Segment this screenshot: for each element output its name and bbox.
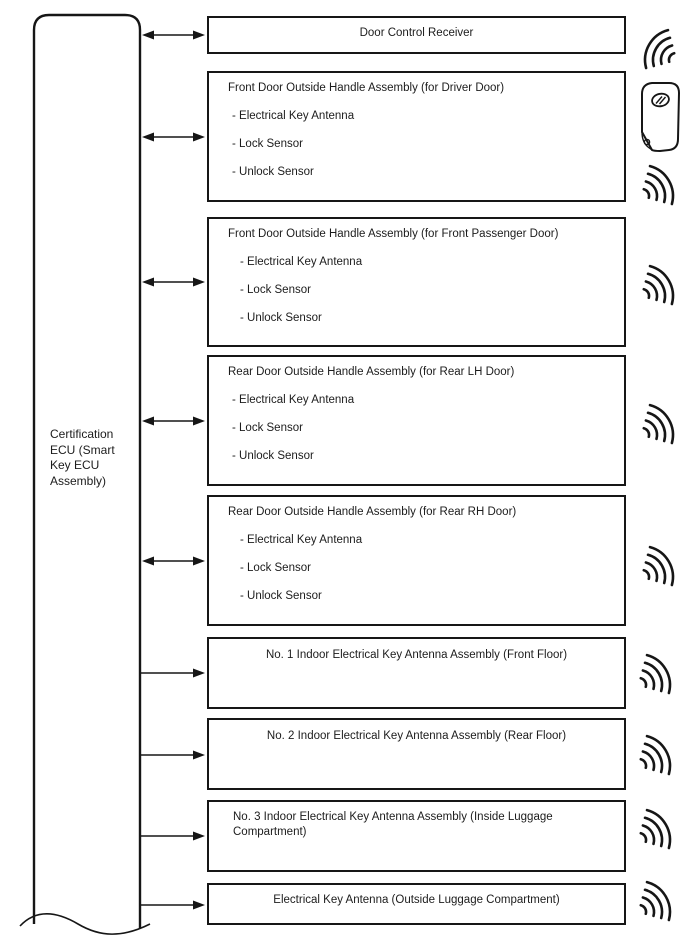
radio-waves-right-icon (642, 545, 675, 587)
box-item: - Lock Sensor (232, 422, 303, 434)
box-item: - Lock Sensor (240, 284, 311, 296)
radio-waves-right-icon (639, 808, 672, 850)
box-item: - Unlock Sensor (232, 166, 314, 178)
ecu-label: Certification ECU (Smart Key ECU Assembl… (50, 427, 115, 488)
box-indoor-antenna-1: No. 1 Indoor Electrical Key Antenna Asse… (207, 637, 626, 709)
box-item: - Electrical Key Antenna (240, 534, 363, 546)
radio-waves-right-icon (642, 403, 675, 445)
box-item: - Electrical Key Antenna (240, 256, 363, 268)
box-title: Door Control Receiver (359, 27, 474, 39)
box-indoor-antenna-3: No. 3 Indoor Electrical Key Antenna Asse… (207, 800, 626, 872)
box-front-door-handle-passenger: Front Door Outside Handle Assembly (for … (207, 217, 626, 347)
smart-key-fob-icon (641, 82, 681, 153)
box-title: Front Door Outside Handle Assembly (for … (228, 228, 559, 240)
box-item: - Electrical Key Antenna (232, 394, 355, 406)
radio-waves-right-icon (639, 653, 672, 695)
single-arrows (141, 668, 205, 910)
box-outside-luggage-antenna: Electrical Key Antenna (Outside Luggage … (207, 883, 626, 925)
box-item: - Lock Sensor (232, 138, 303, 150)
box-item: - Unlock Sensor (240, 590, 322, 602)
box-title: Electrical Key Antenna (Outside Luggage … (273, 894, 560, 906)
box-title: No. 1 Indoor Electrical Key Antenna Asse… (265, 649, 568, 661)
radio-waves-right-icon (639, 880, 672, 922)
box-front-door-handle-driver: Front Door Outside Handle Assembly (for … (207, 71, 626, 202)
box-title: Front Door Outside Handle Assembly (for … (228, 82, 505, 94)
double-arrows (142, 30, 205, 566)
radio-waves-right-icon (639, 734, 672, 776)
box-title: Rear Door Outside Handle Assembly (for R… (228, 506, 517, 518)
radio-waves-right-icon (642, 164, 675, 206)
box-indoor-antenna-2: No. 2 Indoor Electrical Key Antenna Asse… (207, 718, 626, 790)
box-item: - Electrical Key Antenna (232, 110, 355, 122)
box-rear-door-handle-rh: Rear Door Outside Handle Assembly (for R… (207, 495, 626, 626)
box-rear-door-handle-lh: Rear Door Outside Handle Assembly (for R… (207, 355, 626, 486)
radio-waves-right-icon (642, 264, 675, 306)
box-title: No. 3 Indoor Electrical Key Antenna Asse… (233, 811, 553, 838)
box-item: - Unlock Sensor (240, 312, 322, 324)
box-title: No. 2 Indoor Electrical Key Antenna Asse… (266, 730, 567, 742)
box-item: - Unlock Sensor (232, 450, 314, 462)
box-item: - Lock Sensor (240, 562, 311, 574)
radio-waves-left-icon (643, 28, 676, 70)
box-door-control-receiver: Door Control Receiver (207, 16, 626, 54)
box-title: Rear Door Outside Handle Assembly (for R… (228, 366, 515, 378)
ecu-torn-edge (19, 913, 151, 935)
